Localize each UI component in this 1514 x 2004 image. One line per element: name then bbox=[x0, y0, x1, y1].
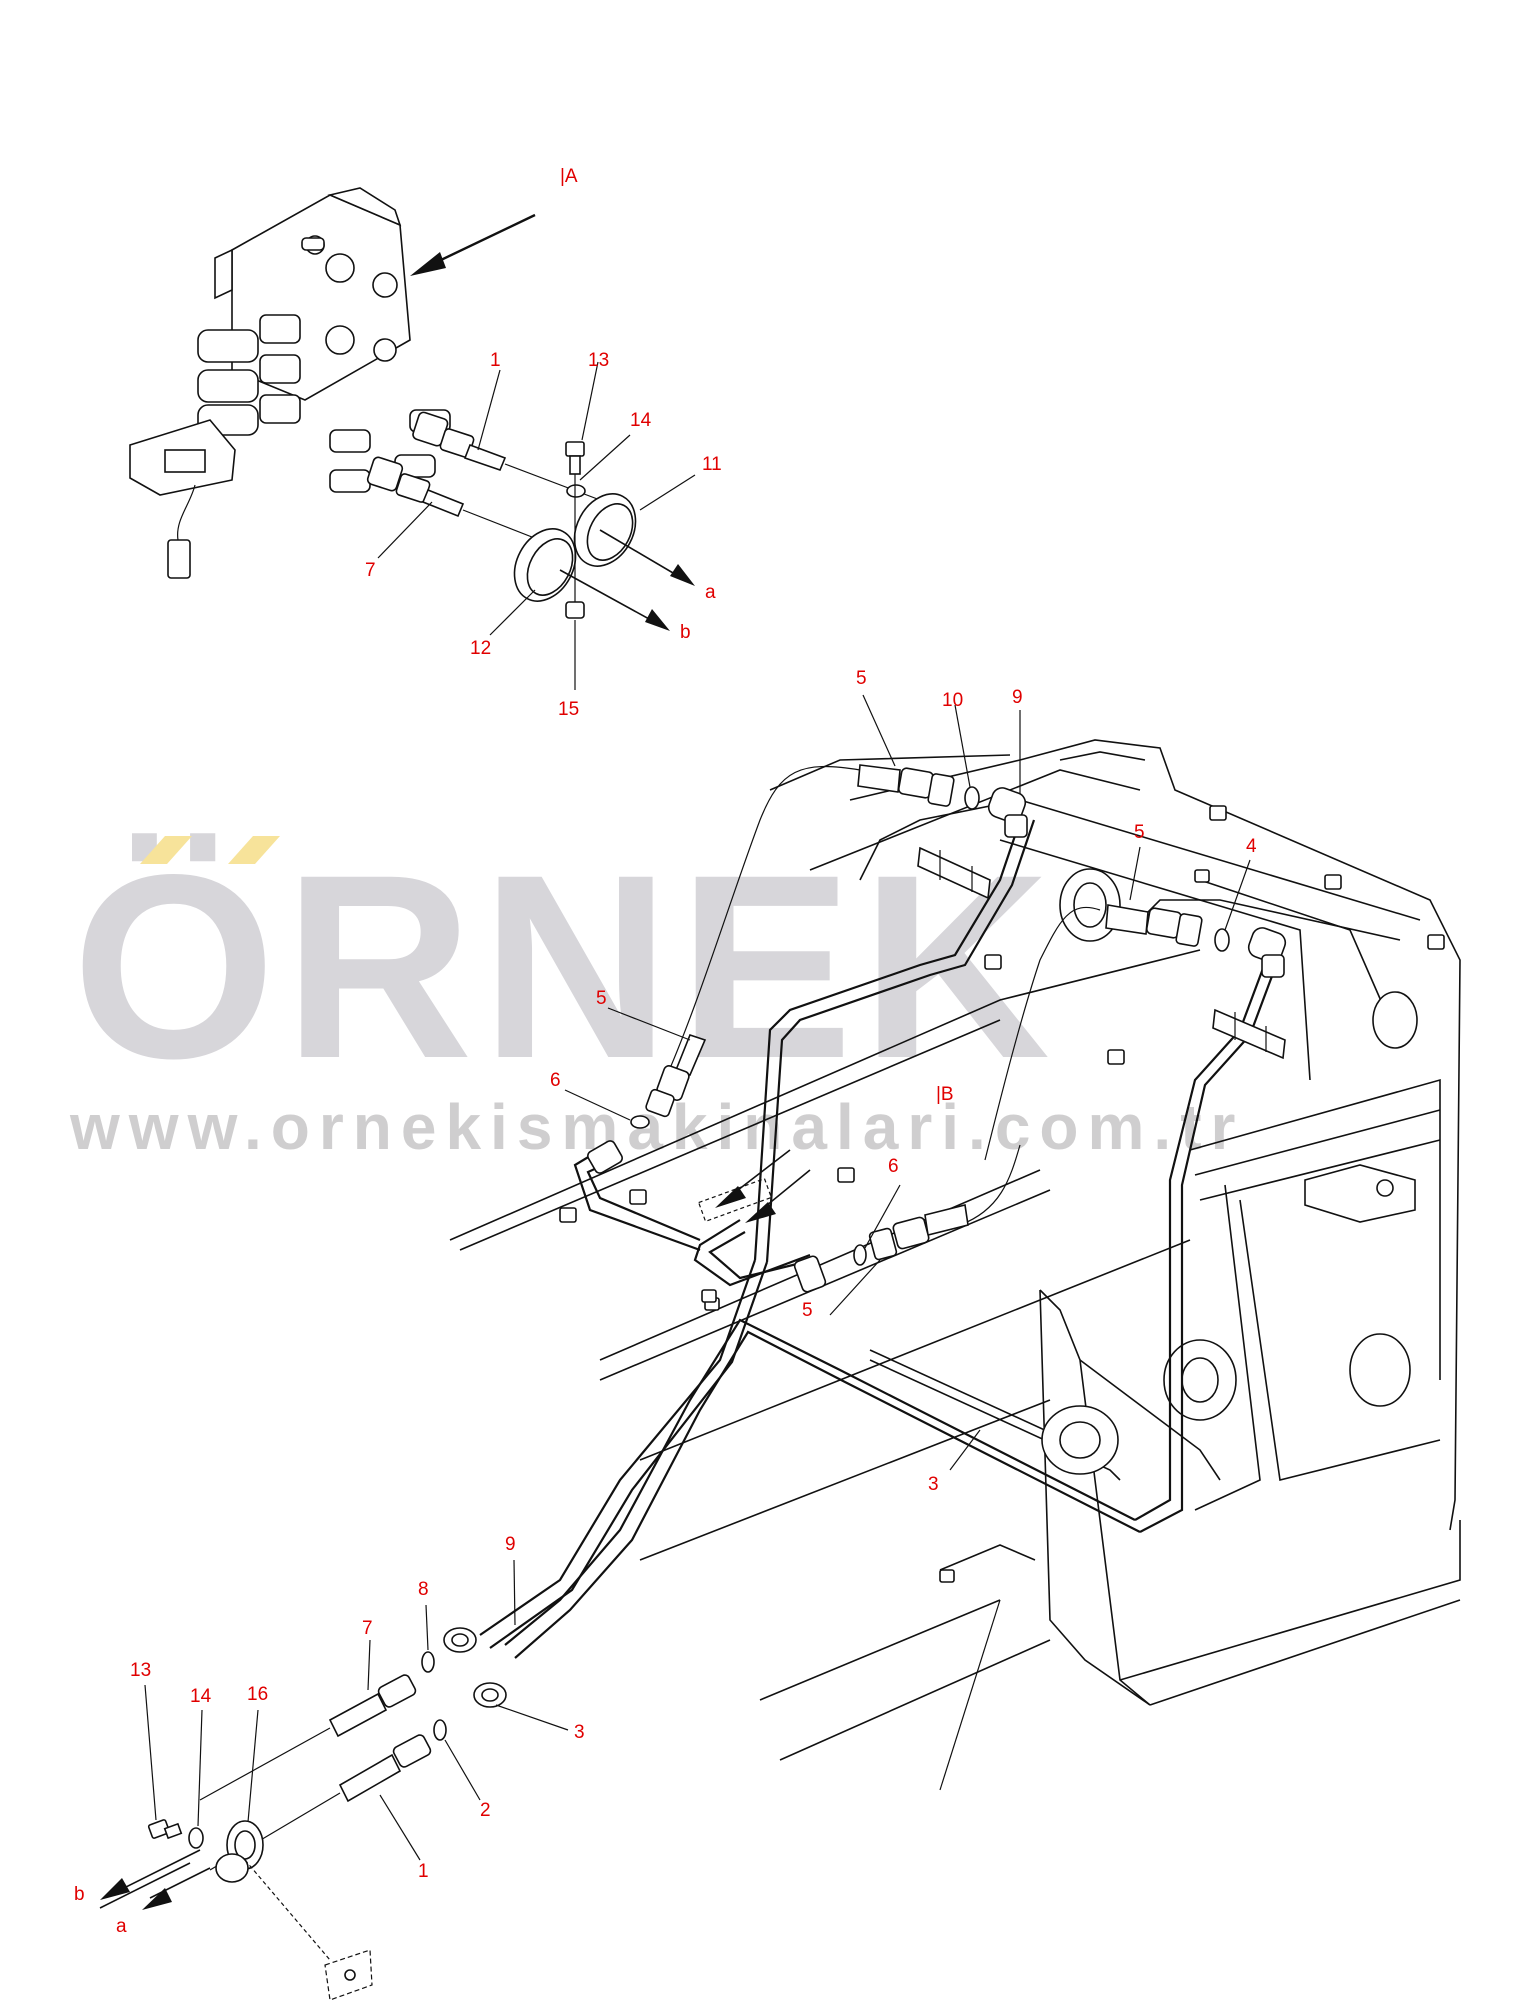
boom-frame bbox=[449, 739, 1461, 1761]
view-a-label: |A bbox=[560, 166, 578, 187]
oring-4 bbox=[1214, 928, 1230, 952]
callout-mid-3: 3 bbox=[928, 1474, 939, 1495]
hose-lower-right bbox=[959, 1144, 1021, 1226]
washer-14 bbox=[566, 484, 586, 498]
oring-10 bbox=[964, 786, 980, 810]
callout-bot-8: 8 bbox=[418, 1579, 429, 1600]
callout-bot-a: a bbox=[116, 1916, 127, 1937]
callout-top-12: 12 bbox=[470, 638, 491, 659]
callout-mid-6-left: 6 bbox=[550, 1070, 561, 1091]
callout-top-1: 1 bbox=[490, 350, 501, 371]
callout-bot-7: 7 bbox=[362, 1618, 373, 1639]
tube-clamp-right bbox=[1212, 1008, 1286, 1060]
bottom-clamp-16 bbox=[215, 1820, 264, 1883]
watermark-accent bbox=[140, 836, 280, 864]
bottom-oring-8 bbox=[421, 1651, 435, 1673]
callout-bot-9: 9 bbox=[505, 1534, 516, 1555]
tube-4-upper-right bbox=[1134, 954, 1280, 1533]
mounting-plate bbox=[244, 1859, 373, 2001]
callout-bot-2: 2 bbox=[480, 1800, 491, 1821]
callout-bot-14: 14 bbox=[190, 1686, 212, 1707]
control-valve-assembly bbox=[129, 187, 451, 579]
clamp-half-11 bbox=[573, 493, 637, 567]
callout-mid-5-lower: 5 bbox=[802, 1300, 813, 1321]
bottom-arrow-b bbox=[99, 1849, 201, 1909]
fitting-5-top bbox=[857, 764, 955, 807]
top-arrow-a bbox=[599, 529, 695, 586]
callout-top-13: 13 bbox=[588, 350, 609, 371]
elbow-right bbox=[1247, 927, 1287, 978]
view-a-arrow bbox=[410, 213, 536, 276]
callout-bot-b: b bbox=[74, 1884, 85, 1905]
elbow-9-top bbox=[987, 787, 1028, 838]
callout-bot-3: 3 bbox=[574, 1722, 585, 1743]
clamp-half-12 bbox=[513, 528, 577, 602]
fitting-6-right bbox=[853, 1204, 969, 1266]
bottom-arrow-a bbox=[142, 1867, 211, 1910]
fitting-5-right bbox=[1105, 904, 1203, 947]
leader-lines bbox=[144, 361, 1251, 1861]
coupler-left bbox=[587, 1140, 623, 1174]
bottom-nut-3 bbox=[473, 1682, 507, 1708]
nut-15 bbox=[565, 601, 585, 619]
oring-6-left bbox=[630, 1115, 650, 1129]
hose-upper-left bbox=[664, 765, 861, 1081]
callout-bot-1: 1 bbox=[418, 1861, 429, 1882]
callout-bot-16: 16 bbox=[247, 1684, 268, 1705]
bottom-oring-2 bbox=[433, 1719, 447, 1741]
tube-3-lower bbox=[504, 1318, 1141, 1659]
top-hose-1 bbox=[412, 411, 601, 501]
callout-mid-9-top: 9 bbox=[1012, 687, 1023, 708]
callout-mid-4: 4 bbox=[1246, 836, 1257, 857]
callout-mid-5-top: 5 bbox=[856, 668, 867, 689]
bottom-hose-7 bbox=[199, 1674, 417, 1801]
bottom-washer-14 bbox=[188, 1827, 204, 1849]
tube-9-lower bbox=[479, 1259, 769, 1649]
callout-top-11: 11 bbox=[702, 454, 722, 475]
bottom-bolt-13 bbox=[147, 1819, 183, 1840]
clamp-bolt-13 bbox=[565, 441, 585, 475]
callout-top-b: b bbox=[680, 622, 691, 643]
callout-top-a: a bbox=[705, 582, 716, 603]
bottom-nut-9 bbox=[443, 1627, 477, 1653]
top-hose-7 bbox=[366, 456, 561, 549]
callout-mid-5-left: 5 bbox=[596, 988, 607, 1009]
callout-bot-13: 13 bbox=[130, 1660, 151, 1681]
callout-mid-6-right: 6 bbox=[888, 1156, 899, 1177]
view-b-label: |B bbox=[936, 1084, 954, 1105]
tube-clamp-upper bbox=[917, 846, 991, 900]
callout-top-14: 14 bbox=[630, 410, 652, 431]
view-b-arrows bbox=[697, 1149, 811, 1223]
callout-top-15: 15 bbox=[558, 699, 579, 720]
hose-upper-right bbox=[984, 906, 1101, 1161]
callout-mid-10: 10 bbox=[942, 690, 963, 711]
coupler-mid bbox=[793, 1255, 827, 1293]
watermark-brand: ÖRNEK bbox=[72, 820, 1059, 1113]
callout-mid-5-right: 5 bbox=[1134, 822, 1145, 843]
top-arrow-b bbox=[559, 569, 670, 631]
tube-9-upper-left bbox=[753, 814, 1036, 1263]
callout-top-7: 7 bbox=[365, 560, 376, 581]
fitting-5-left bbox=[645, 1034, 707, 1118]
bottom-hose-1 bbox=[209, 1734, 432, 1871]
